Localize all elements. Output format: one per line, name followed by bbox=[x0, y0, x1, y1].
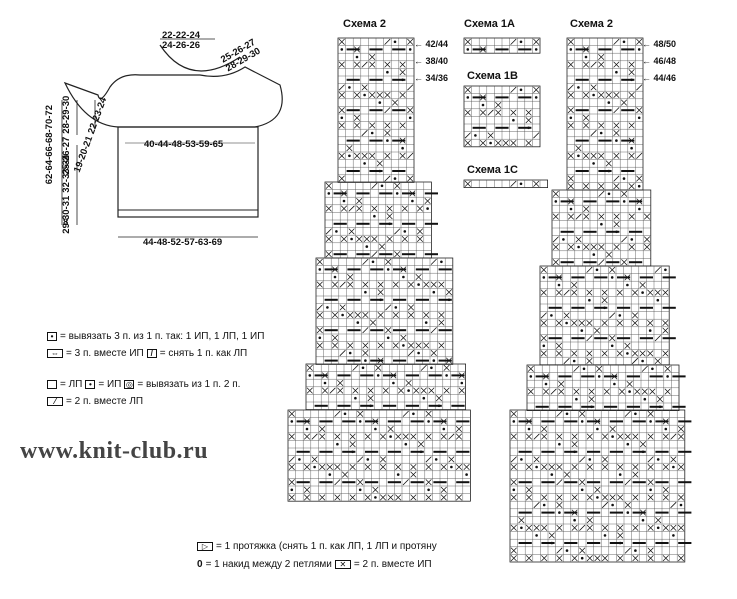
k2tog-icon: ⁄ bbox=[47, 397, 63, 406]
body-outline bbox=[117, 126, 259, 218]
chart-2-right-mid1 bbox=[551, 189, 652, 267]
chart-2-right-mid2 bbox=[539, 265, 676, 366]
p2tog-icon: ✕ bbox=[334, 560, 351, 569]
chart-2-left-mid2 bbox=[315, 257, 454, 365]
watermark: www.knit-club.ru bbox=[20, 438, 209, 464]
chart-2-left-top bbox=[337, 37, 415, 183]
chart-1b-title: Схема 1В bbox=[467, 70, 518, 82]
chart-2-right-bottom bbox=[509, 409, 692, 563]
right-size-3: ← 44/46 bbox=[642, 73, 677, 83]
chart-1a-title: Схема 1А bbox=[464, 18, 515, 30]
chart-1b bbox=[463, 85, 541, 148]
yarn-over-icon: 0 bbox=[197, 559, 203, 570]
chart-2-left-title: Схема 2 bbox=[343, 18, 387, 30]
yoke-outline bbox=[63, 66, 283, 128]
bust-label: 40-44-48-53-59-65 bbox=[144, 139, 224, 150]
garment-schematic bbox=[61, 38, 283, 238]
chart-2-left-bottom bbox=[287, 409, 471, 502]
purl-stitch-icon: • bbox=[85, 380, 96, 389]
legend-row-2: ⇔ = 3 п. вместе ИП / = снять 1 п. как ЛП bbox=[47, 348, 247, 359]
k3tog-icon: ⇔ bbox=[47, 349, 63, 358]
legend-row-4: ⁄ = 2 п. вместе ЛП bbox=[47, 396, 143, 407]
chart-2-right-mid3 bbox=[526, 364, 686, 411]
legend-bottom-row-1: ▷ = 1 протяжка (снять 1 п. как ЛП, 1 ЛП … bbox=[197, 541, 437, 552]
chart-1a bbox=[463, 37, 541, 54]
make-3-from-1-icon: • bbox=[47, 332, 57, 341]
chart-2-right-title: Схема 2 bbox=[570, 18, 614, 30]
slip-purlwise-icon: / bbox=[146, 349, 157, 358]
make-2-from-1-icon: ◎ bbox=[124, 380, 135, 389]
rib-label: 8 bbox=[63, 217, 69, 228]
chart-1c bbox=[463, 179, 548, 188]
pass-over-icon: ▷ bbox=[197, 542, 213, 551]
chart-2-right-top bbox=[566, 37, 644, 191]
chart-2-left-mid3 bbox=[305, 363, 467, 410]
legend-row-1: • = вывязать 3 п. из 1 п. так: 1 ИП, 1 Л… bbox=[47, 331, 264, 342]
neck-curve bbox=[159, 44, 241, 72]
legend-bottom-row-2: 0 = 1 накид между 2 петлями ✕ = 2 п. вме… bbox=[197, 559, 432, 570]
knit-stitch-icon bbox=[47, 380, 57, 389]
chart-1c-title: Схема 1С bbox=[467, 164, 518, 176]
left-size-2: ← 38/40 bbox=[414, 56, 449, 66]
left-size-1: ← 42/44 bbox=[414, 39, 449, 49]
right-size-2: ← 46/48 bbox=[642, 56, 677, 66]
left-size-3: ← 34/36 bbox=[414, 73, 449, 83]
chart-2-left-mid1 bbox=[324, 181, 438, 259]
right-size-1: ← 48/50 bbox=[642, 39, 677, 49]
hem-width-label: 44-48-52-57-63-69 bbox=[143, 237, 223, 248]
legend-row-3: = ЛП • = ИП ◎ = вывязать из 1 п. 2 п. bbox=[47, 379, 240, 390]
